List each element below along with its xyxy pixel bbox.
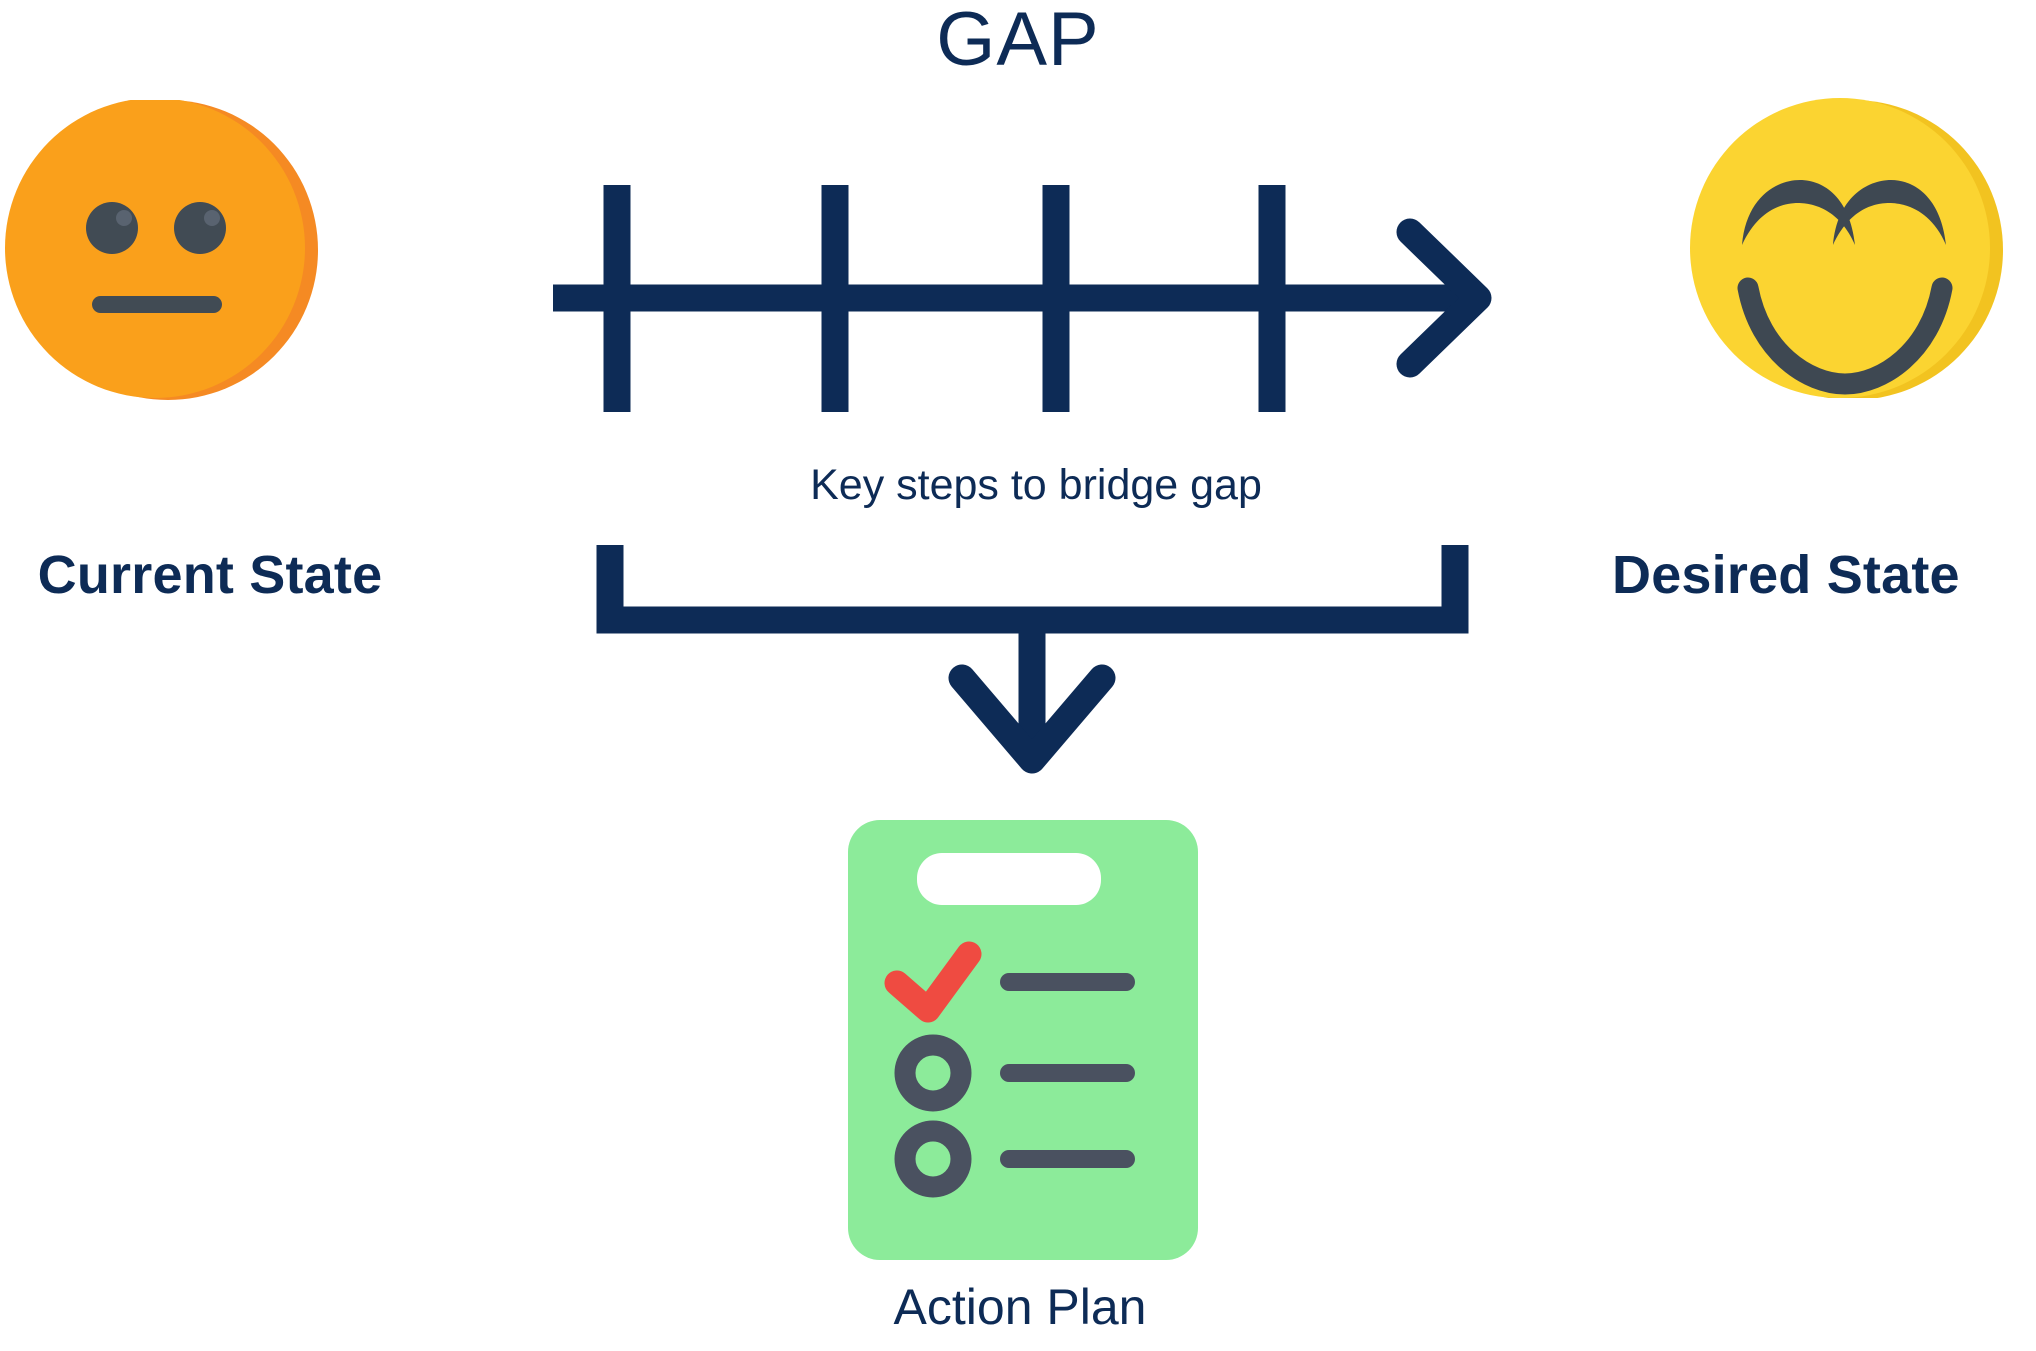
current-state-label: Current State — [37, 545, 383, 605]
clipboard-clip — [917, 853, 1101, 905]
checkbox-unchecked-icon — [894, 1034, 972, 1112]
bracket-down-arrow — [948, 620, 1116, 774]
neutral-face-icon — [0, 98, 330, 400]
bridge-bracket-caption: Key steps to bridge gap — [810, 461, 1262, 509]
checklist-line-2 — [1000, 1064, 1135, 1082]
checklist-line-1 — [1000, 973, 1135, 991]
checklist-line-3 — [1000, 1150, 1135, 1168]
gap-progress-arrow — [553, 185, 1492, 412]
page-title: GAP — [936, 0, 1100, 82]
action-plan-label: Action Plan — [893, 1279, 1147, 1335]
checkbox-unchecked-icon — [894, 1120, 972, 1198]
checklist-clipboard-icon — [848, 820, 1198, 1260]
smiley-face-icon — [1690, 98, 2020, 400]
bridge-bracket — [596, 545, 1469, 634]
desired-state-label: Desired State — [1612, 545, 1960, 605]
checkbox-checked-icon — [884, 941, 982, 1023]
